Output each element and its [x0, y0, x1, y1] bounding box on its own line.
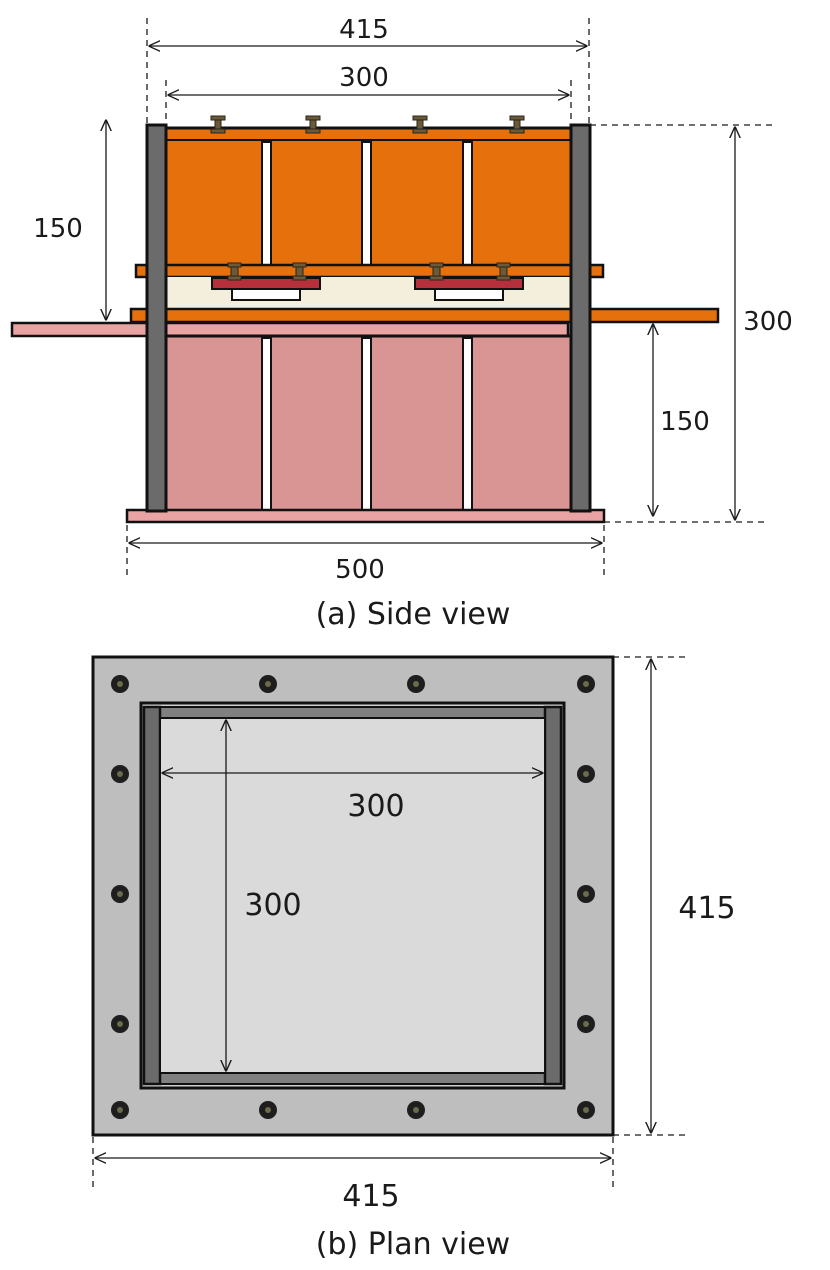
- dim-left-height-label: 150: [33, 214, 83, 244]
- frame-top-rail: [154, 706, 551, 719]
- sensor-icon: [210, 115, 525, 281]
- plan-view-caption: (b) Plan view: [316, 1227, 510, 1262]
- dim-base-width-label: 500: [335, 555, 385, 585]
- dim-right-total-label: 300: [743, 307, 793, 337]
- frame-right-rail: [543, 705, 563, 1086]
- plan-extension-lines: [92, 656, 690, 1190]
- side-extension-lines: [126, 18, 775, 575]
- frame-bottom-rail: [154, 1072, 551, 1085]
- loading-plate: [10, 321, 570, 338]
- dim-outer-height-label: 415: [678, 891, 735, 926]
- plan-dimension-arrows: [95, 659, 651, 1158]
- right-wall: [569, 123, 592, 513]
- dim-inner-width-label: 300: [347, 789, 404, 824]
- load-cell-left: [211, 277, 321, 301]
- bolt-hole-icon: [117, 681, 589, 1113]
- plan-view: 300 300 415 415 (b) Plan view: [91, 655, 736, 1262]
- dim-inner-height-label: 300: [244, 888, 301, 923]
- side-view: 415 300 150 300 150 500 (a) Side view: [10, 15, 793, 632]
- left-wall: [145, 123, 168, 513]
- base-plate: [125, 508, 606, 524]
- frame-left-rail: [142, 705, 162, 1086]
- load-cell-right: [414, 277, 524, 301]
- specimen-area: [159, 717, 546, 1074]
- upper-flange: [134, 263, 605, 279]
- dim-outer-width-label: 415: [342, 1179, 399, 1214]
- dim-right-lower-label: 150: [660, 407, 710, 437]
- side-view-caption: (a) Side view: [316, 597, 511, 632]
- side-dimension-arrows: [106, 46, 735, 543]
- lower-flange: [129, 307, 720, 324]
- dim-top-inner-label: 300: [339, 63, 389, 93]
- dim-top-outer-label: 415: [339, 15, 389, 45]
